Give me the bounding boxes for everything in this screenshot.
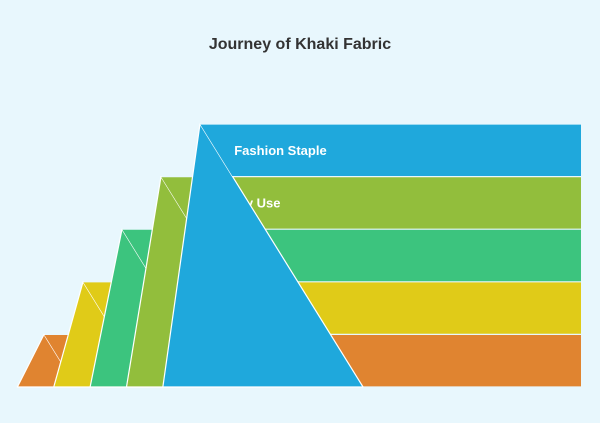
diagram-title: Journey of Khaki Fabric [208,36,392,53]
step-band [200,124,581,176]
step-label: Fashion Staple [234,143,326,158]
step-triangle [162,123,364,388]
step-band [161,177,581,229]
diagram-step: Fashion Staple [162,123,581,388]
